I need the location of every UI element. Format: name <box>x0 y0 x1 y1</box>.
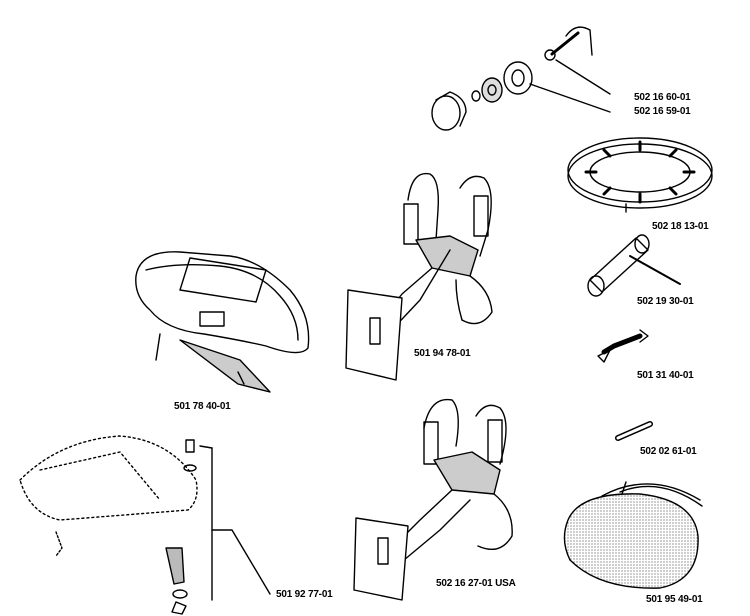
harness-icon <box>345 172 493 381</box>
part-number-label: 501 92 77-01 <box>276 589 333 600</box>
trimmer-head-kit-icon <box>431 61 611 131</box>
pin-icon <box>615 421 653 441</box>
part-number-label: 501 94 78-01 <box>414 348 471 359</box>
part-number-label: 501 78 40-01 <box>174 401 231 412</box>
part-number-label: 502 16 60-01 <box>634 92 691 103</box>
ring-guard-icon <box>567 137 713 213</box>
hip-pad-icon <box>563 481 703 589</box>
starter-handle-icon <box>544 26 611 95</box>
part-number-label: 502 16 59-01 <box>634 106 691 117</box>
part-number-label: 502 18 13-01 <box>652 221 709 232</box>
combination-wrench-icon <box>587 234 681 297</box>
part-number-label: 502 16 27-01 USA <box>436 578 516 589</box>
part-number-label: 501 95 49-01 <box>646 594 703 605</box>
part-number-label: 502 02 61-01 <box>640 446 697 457</box>
harness-usa-icon <box>353 398 513 601</box>
blade-guard-kit-icon <box>19 435 271 615</box>
open-wrench-icon <box>597 329 649 363</box>
shoulder-strap-icon <box>135 251 310 393</box>
part-number-label: 501 31 40-01 <box>637 370 694 381</box>
part-number-label: 502 19 30-01 <box>637 296 694 307</box>
